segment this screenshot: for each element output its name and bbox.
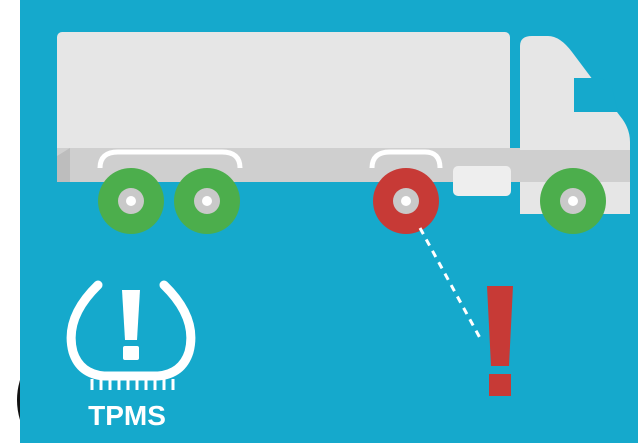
front-wheel: [540, 168, 606, 234]
fuel-tank: [453, 166, 511, 196]
middle-wheel: [373, 168, 439, 234]
rear-wheel-2: [174, 168, 240, 234]
tpms-label: TPMS: [88, 400, 166, 431]
rear-wheel-1: [98, 168, 164, 234]
exclamation-icon: [487, 286, 513, 396]
trailer-box: [57, 32, 510, 156]
